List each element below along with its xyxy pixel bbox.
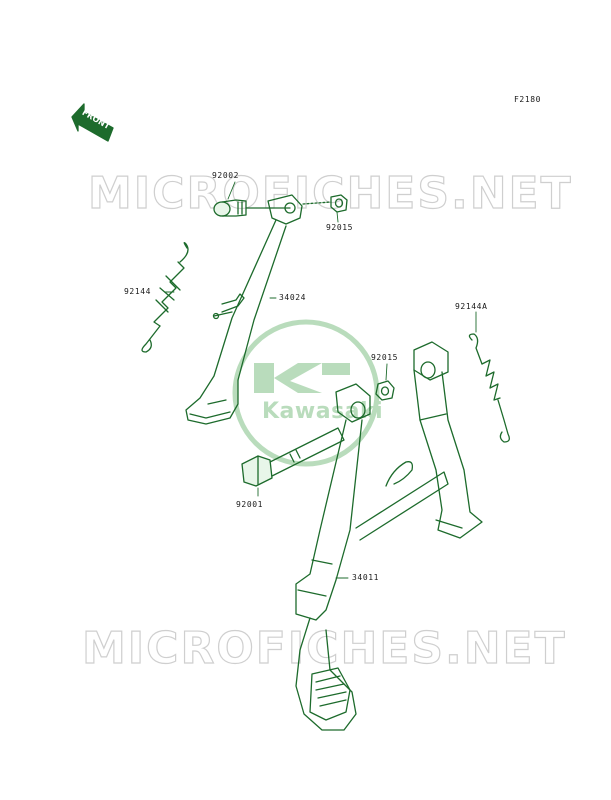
watermark-top: MICROFICHES.NET bbox=[87, 168, 573, 219]
front-arrow-icon bbox=[71, 103, 114, 142]
part-label-92015-center[interactable]: 92015 bbox=[371, 353, 399, 362]
spring-92144 bbox=[141, 242, 189, 353]
nut-92015-center bbox=[375, 380, 395, 401]
side-stand-34024 bbox=[185, 194, 303, 425]
part-label-92144A[interactable]: 92144A bbox=[455, 302, 488, 311]
bolt-92002 bbox=[213, 199, 291, 217]
part-label-34011[interactable]: 34011 bbox=[352, 573, 380, 582]
part-label-92015-top[interactable]: 92015 bbox=[326, 223, 354, 232]
watermark-bottom: MICROFICHES.NET bbox=[81, 623, 567, 674]
figure-code: F2180 bbox=[514, 95, 542, 104]
nut-92015-top bbox=[302, 194, 348, 213]
part-label-92144[interactable]: 92144 bbox=[124, 287, 152, 296]
part-label-92001[interactable]: 92001 bbox=[236, 500, 264, 509]
bolt-92001 bbox=[241, 427, 345, 487]
part-label-92002[interactable]: 92002 bbox=[212, 171, 240, 180]
part-label-34024[interactable]: 34024 bbox=[279, 293, 307, 302]
center-stand-34011 bbox=[295, 341, 483, 731]
spring-92144A bbox=[468, 333, 510, 443]
leader-lines bbox=[164, 181, 477, 579]
